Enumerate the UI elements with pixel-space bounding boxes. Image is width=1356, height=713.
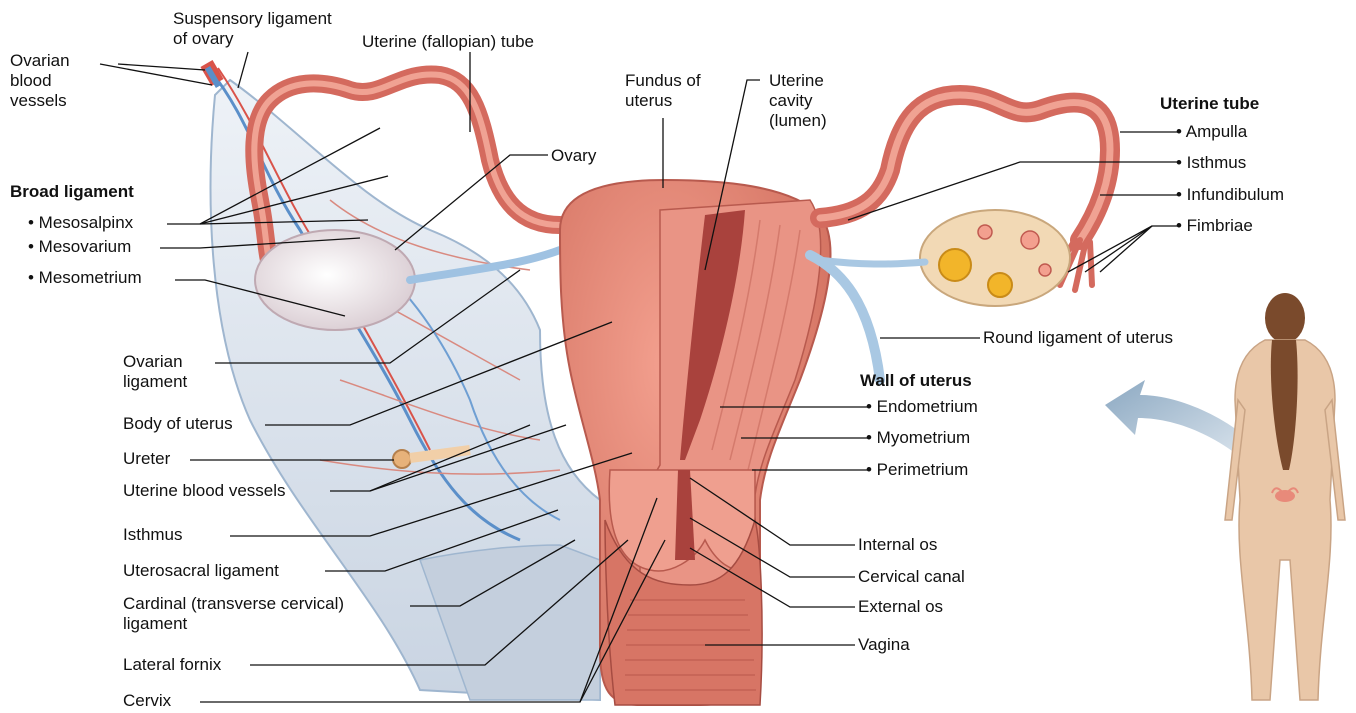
label-wall-heading: Wall of uterus [860,371,972,391]
label-endometrium: • Endometrium [866,397,978,417]
label-uterosacral-ligament: Uterosacral ligament [123,561,279,581]
label-lateral-fornix: Lateral fornix [123,655,221,675]
label-fundus: Fundus of uterus [625,71,715,111]
label-ampulla: • Ampulla [1176,122,1247,142]
ureter [393,450,411,468]
label-uterine-cavity: Uterine cavity (lumen) [769,71,844,131]
label-external-os: External os [858,597,943,617]
right-ovarian-ligament [818,260,925,264]
label-mesometrium: • Mesometrium [28,268,142,288]
label-body-of-uterus: Body of uterus [123,414,233,434]
label-round-ligament: Round ligament of uterus [983,328,1173,348]
label-internal-os: Internal os [858,535,937,555]
label-ovary: Ovary [551,146,596,166]
label-uterine-tube-heading: Uterine tube [1160,94,1259,114]
label-isthmus-right: • Isthmus [1176,153,1246,173]
label-mesovarium: • Mesovarium [28,237,131,257]
label-ovarian-blood-vessels: Ovarian blood vessels [10,51,100,111]
label-cardinal-ligament: Cardinal (transverse cervical) ligament [123,594,413,634]
label-mesosalpinx: • Mesosalpinx [28,213,133,233]
label-uterine-fallopian-tube: Uterine (fallopian) tube [362,32,534,52]
label-isthmus-left: Isthmus [123,525,183,545]
label-cervix: Cervix [123,691,171,711]
label-suspensory-ligament: Suspensory ligament of ovary [173,9,343,49]
label-perimetrium: • Perimetrium [866,460,968,480]
label-ovarian-ligament: Ovarian ligament [123,352,213,392]
label-myometrium: • Myometrium [866,428,970,448]
label-vagina: Vagina [858,635,910,655]
locator-figure [1225,293,1345,700]
label-fimbriae: • Fimbriae [1176,216,1253,236]
label-infundibulum: • Infundibulum [1176,185,1284,205]
left-ovary [255,230,415,330]
label-ureter: Ureter [123,449,170,469]
label-cervical-canal: Cervical canal [858,567,965,587]
label-uterine-blood-vessels: Uterine blood vessels [123,481,286,501]
label-broad-ligament-heading: Broad ligament [10,182,134,202]
